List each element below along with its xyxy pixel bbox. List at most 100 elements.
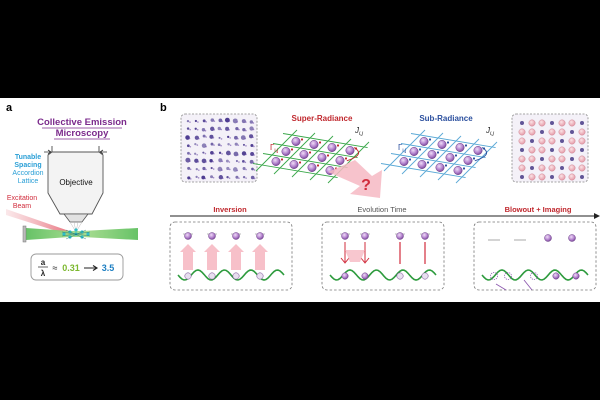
dipole-marker [280, 158, 284, 161]
fluorescence-dot [189, 178, 192, 180]
fluorescence-dot [212, 176, 215, 179]
fluorescence-site [568, 119, 576, 127]
dipole-marker [290, 148, 294, 151]
fluorescence-dot [217, 126, 221, 131]
fluorescence-dot [229, 153, 232, 155]
atom [552, 272, 560, 280]
lattice-atom [271, 157, 281, 166]
fluorescence-dot [209, 159, 213, 163]
excitation-arrow [252, 244, 268, 270]
photon-emission [345, 250, 365, 262]
lattice-atom [307, 163, 317, 172]
removed-atom [530, 272, 538, 280]
fluorescence-dot [218, 158, 223, 163]
lattice-potential [481, 269, 589, 281]
fluorescence-dot [228, 129, 230, 131]
super-radiance-label: Super-Radiance [292, 114, 353, 123]
tunable-spacing-line2: Spacing [14, 162, 41, 169]
fluorescence-dot [201, 158, 207, 164]
atom [396, 272, 404, 280]
timeline-evolution: Evolution Time [357, 205, 406, 214]
lattice-potential [329, 269, 437, 281]
fluorescence-dot [235, 159, 238, 163]
fluorescence-dot [237, 154, 239, 156]
fluorescence-dot [520, 175, 524, 179]
panel-b-label: b [160, 102, 167, 114]
fluorescence-site [538, 173, 546, 181]
lattice-atom [473, 146, 483, 155]
atom [184, 232, 192, 240]
fluorescence-dot [242, 175, 246, 179]
fluorescence-dot [188, 137, 191, 140]
fluorescence-dot [202, 134, 206, 138]
fluorescence-dot [245, 153, 247, 156]
fluorescence-site [568, 137, 576, 145]
fluorescence-dot [204, 177, 207, 180]
fluorescence-site [548, 164, 556, 172]
fluorescence-dot [530, 166, 534, 170]
excitation-beam-line1: Excitation [7, 195, 37, 202]
fluorescence-dot [213, 144, 215, 146]
fluorescence-dot [252, 122, 255, 124]
dipole-marker [418, 148, 422, 151]
fluorescence-dot [213, 120, 216, 122]
stage-evolution-contents [329, 232, 437, 281]
sub-radiance-label: Sub-Radiance [419, 114, 473, 123]
fluorescence-site [578, 128, 586, 136]
fluorescence-dot [245, 129, 247, 132]
dipole-marker [336, 144, 340, 147]
fluorescence-dot [196, 144, 199, 146]
atom [232, 232, 240, 240]
fluorescence-dot [189, 160, 191, 162]
atom [568, 234, 576, 242]
fluorescence-dot [250, 143, 254, 147]
fluorescence-dot [236, 169, 239, 172]
lattice-atom [317, 153, 327, 162]
fluorescence-dot [237, 144, 240, 146]
fluorescence-site [548, 137, 556, 145]
fluorescence-dot [235, 126, 239, 131]
lattice-line [383, 129, 426, 172]
sub-decay-Gamma: Γi,j [398, 143, 406, 154]
atom [421, 232, 429, 240]
super-coupling-J: Ji,j [354, 126, 364, 137]
fluorescence-site [548, 155, 556, 163]
fluorescence-dot [221, 153, 223, 155]
objective-body [47, 151, 104, 215]
lattice-line [252, 163, 338, 179]
fluorescence-dot [220, 138, 223, 140]
atom [341, 272, 349, 280]
fluorescence-dot [221, 120, 224, 123]
fluorescence-dot [210, 150, 214, 155]
fluorescence-dot [238, 177, 240, 180]
fluorescence-dot [202, 151, 205, 154]
fluorescence-dot [580, 121, 584, 125]
fluorescence-dot [189, 121, 191, 123]
super-decay-Gamma: Γi,j [270, 143, 278, 154]
lattice-atom [419, 137, 429, 146]
objective-label: Objective [59, 178, 93, 187]
fluorescence-dot [218, 136, 221, 139]
lattice-beam [26, 228, 138, 240]
atom [184, 272, 192, 280]
lattice-atom [327, 143, 337, 152]
fluorescence-dot [187, 166, 191, 170]
fluorescence-dot [241, 119, 246, 124]
lattice-line [437, 138, 480, 181]
sub-coupling-J: Ji,j [485, 126, 495, 137]
atom [232, 272, 240, 280]
lattice-line [401, 132, 444, 175]
fluorescence-dot [229, 137, 231, 139]
fluorescence-dot [227, 135, 230, 139]
fluorescence-site [528, 119, 536, 127]
fluorescence-dot [202, 166, 206, 171]
fluorescence-dot [189, 128, 191, 131]
fluorescence-dot [238, 161, 240, 163]
lattice-line [309, 138, 352, 181]
fluorescence-site [568, 173, 576, 181]
fluorescence-dot [242, 159, 245, 163]
atom [361, 232, 369, 240]
fluorescence-dot [244, 161, 247, 164]
lattice-line [390, 153, 476, 169]
fluorescence-dot [249, 126, 254, 131]
